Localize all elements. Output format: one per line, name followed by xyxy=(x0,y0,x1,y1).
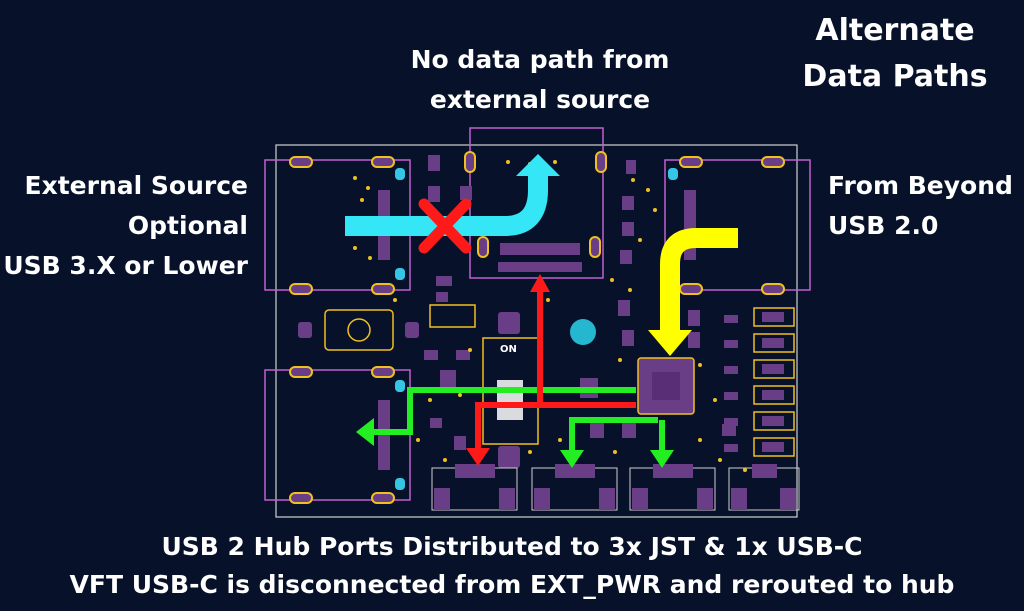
top-annotation: No data path from external source xyxy=(410,45,670,114)
top-usb-connector xyxy=(464,127,607,279)
green-arrowhead-left xyxy=(356,418,374,446)
jst-connector-row xyxy=(431,464,800,511)
switch-on-label: ON xyxy=(500,344,517,355)
red-arrowhead-up xyxy=(530,274,550,292)
green-arrowhead-jst1 xyxy=(560,450,584,468)
hub-ic xyxy=(637,357,695,415)
bottom-annotation-line2: VFT USB-C is disconnected from EXT_PWR a… xyxy=(69,570,955,599)
via-dots xyxy=(353,160,747,472)
top-right-usb-connector xyxy=(664,156,811,295)
diagram-title: Alternate Data Paths xyxy=(802,13,988,94)
left-annotation: External Source Optional USB 3.X or Lowe… xyxy=(3,171,248,280)
external-source-data-path xyxy=(345,174,548,236)
slide-switch-component: ON xyxy=(482,312,539,468)
ic-outline xyxy=(429,304,476,328)
right-passive-column xyxy=(724,307,795,457)
right-annotation: From Beyond USB 2.0 xyxy=(828,171,1013,240)
green-arrowhead-jst2 xyxy=(650,450,674,468)
small-components xyxy=(424,155,736,450)
external-source-arrowhead xyxy=(516,154,560,176)
beyond-usb2-data-path xyxy=(660,228,738,332)
push-button-component xyxy=(298,309,419,351)
blocked-x-mark xyxy=(418,198,472,254)
beyond-usb2-arrowhead xyxy=(648,330,692,356)
bottom-annotation-line1: USB 2 Hub Ports Distributed to 3x JST & … xyxy=(161,532,863,561)
board-outline xyxy=(275,144,798,518)
mounting-fiducial xyxy=(570,319,596,345)
hub-red-routes xyxy=(475,290,636,448)
red-arrowhead-down xyxy=(466,448,490,466)
